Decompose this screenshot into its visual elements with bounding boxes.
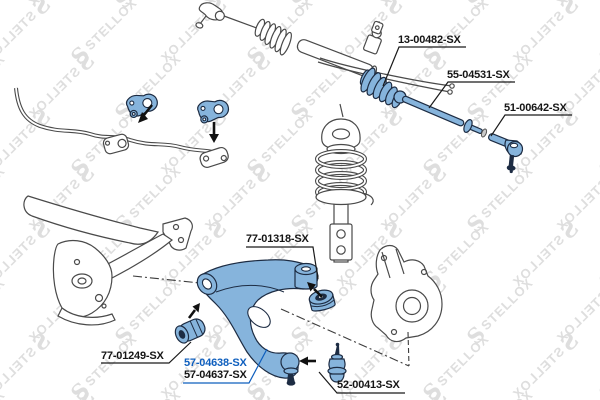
leader-77-01318 (246, 246, 319, 280)
label-57-04637: 57-04637-SX (184, 369, 247, 381)
tie-rod-end-stud (506, 154, 516, 174)
arrow-bracket-right (209, 122, 219, 143)
stabilizer-bracket-blue-left[interactable] (125, 90, 160, 119)
label-51-00642: 51-00642-SX (504, 102, 567, 114)
rack-boot-left (254, 18, 292, 56)
stabilizer-end-flange (199, 146, 229, 168)
label-57-04638[interactable]: 57-04638-SX (184, 357, 247, 369)
control-arm[interactable] (193, 259, 319, 386)
axis-line-subframe-arm (132, 275, 201, 284)
label-77-01249: 77-01249-SX (101, 350, 164, 362)
arrow-ball-joint (299, 356, 316, 366)
coil-spring (315, 149, 367, 202)
strut-with-spring (315, 103, 374, 263)
inner-tie-rod[interactable] (392, 89, 488, 138)
arrow-bracket-left (138, 104, 154, 123)
stabilizer-bracket-blue-right[interactable] (196, 97, 230, 124)
subframe (23, 195, 193, 326)
stabilizer-bar (14, 87, 229, 168)
control-arm-front-eye (196, 273, 218, 295)
tie-rod-end[interactable] (488, 133, 524, 174)
label-55-04531: 55-04531-SX (447, 69, 510, 81)
control-arm-balljoint-socket (280, 352, 300, 386)
axis-line-knuckle (407, 331, 410, 367)
arrow-front-bushing (187, 303, 200, 319)
leader-55-04531 (428, 81, 515, 109)
leader-77-01249 (101, 341, 192, 364)
rack-mount (371, 20, 384, 35)
control-arm-rear-bushing[interactable] (308, 288, 336, 313)
tie-rod-end-left (195, 2, 225, 29)
arrow-rear-bushing (307, 282, 323, 298)
stabilizer-clamp-left (102, 133, 130, 155)
label-13-00482: 13-00482-SX (398, 34, 461, 46)
control-arm-front-bushing[interactable] (173, 316, 208, 345)
axis-line-arm-balljoint (280, 308, 410, 367)
steering-knuckle (370, 244, 443, 343)
leader-57-04638 (183, 348, 268, 384)
leader-51-00642 (490, 114, 572, 137)
label-52-00413: 52-00413-SX (337, 379, 400, 391)
leader-52-00413 (318, 371, 405, 394)
ball-joint[interactable] (327, 342, 347, 383)
label-77-01318: 77-01318-SX (246, 233, 309, 245)
leader-13-00482 (382, 46, 466, 87)
